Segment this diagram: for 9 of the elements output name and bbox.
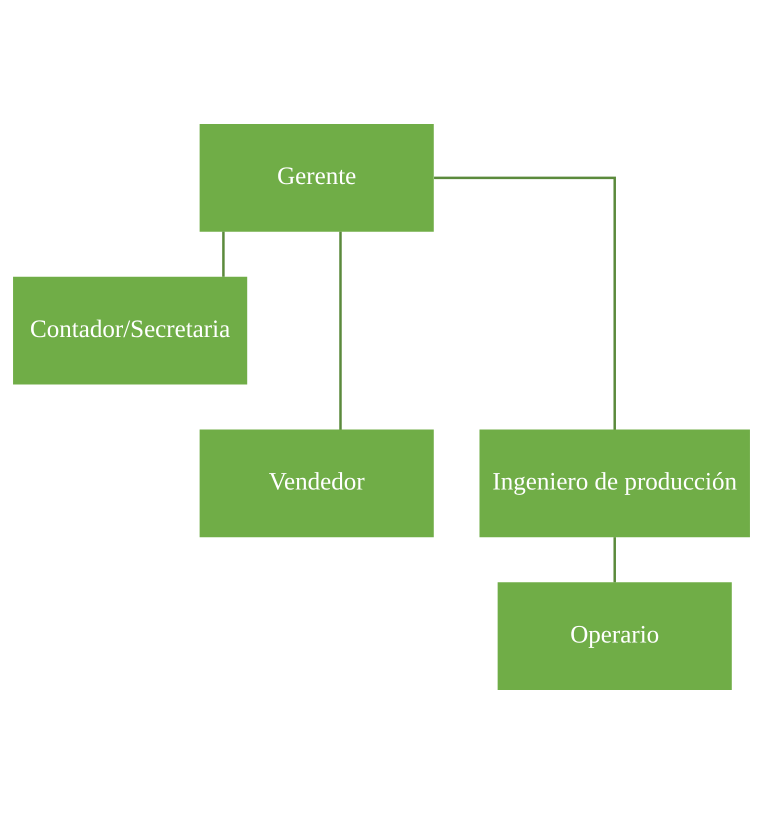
node-box: Contador/Secretaria xyxy=(13,276,248,384)
node-box: Gerente xyxy=(200,124,434,232)
connector xyxy=(434,176,616,429)
connector xyxy=(613,536,616,582)
node-box: Vendedor xyxy=(200,429,434,537)
connector xyxy=(222,231,225,276)
connector xyxy=(339,231,342,429)
node-box: Ingeniero de producción xyxy=(479,429,750,537)
node-box: Operario xyxy=(498,582,732,690)
